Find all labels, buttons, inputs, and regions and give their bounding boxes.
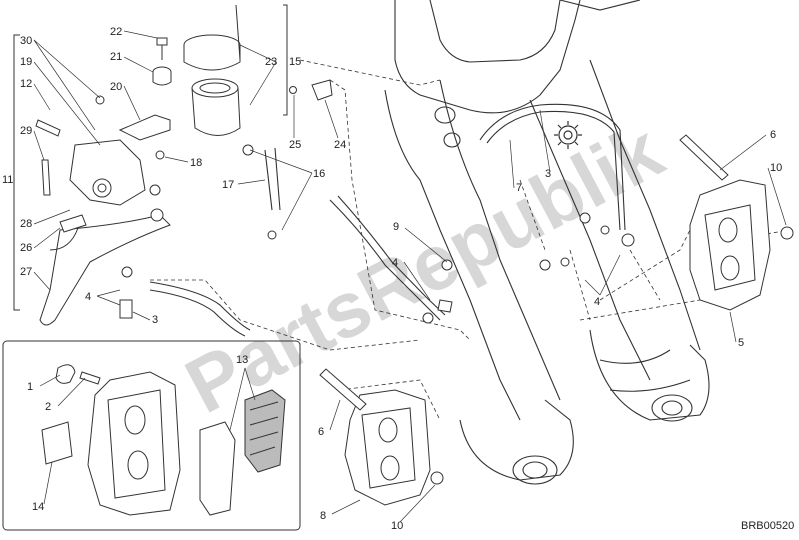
leader-lines [150,59,791,421]
callout-15: 15 [289,56,301,68]
callout-22: 22 [110,26,122,38]
callout-20: 20 [110,81,122,93]
hose-fittings [422,212,635,324]
callout-16: 16 [313,168,325,180]
callout-6a: 6 [770,129,776,141]
callout-21: 21 [110,51,122,63]
callout-25: 25 [289,139,301,151]
callout-4b: 4 [392,257,398,269]
callout-29: 29 [20,125,32,137]
callout-2: 2 [45,401,51,413]
callout-17: 17 [222,179,234,191]
callout-3a: 3 [152,314,158,326]
callout-26: 26 [20,242,32,254]
drawing-code: BRB00520 [741,520,794,532]
caliper-right [679,134,794,311]
callout-1: 1 [27,381,33,393]
callout-18: 18 [190,157,202,169]
callout-11: 11 [2,174,13,186]
callout-30: 30 [20,35,32,47]
callout-7: 7 [516,182,522,194]
callout-10b: 10 [391,520,403,532]
callout-12: 12 [20,78,32,90]
callout-5: 5 [738,337,744,349]
callout-24: 24 [334,139,346,151]
callout-labels: 22 21 20 30 19 12 29 11 28 26 27 18 17 2… [2,26,782,532]
callout-4c: 4 [594,296,600,308]
caliper-left [319,368,444,506]
master-cylinder-assembly [35,4,333,326]
callout-3b: 3 [545,168,551,180]
callout-13: 13 [236,354,248,366]
callout-leaders [33,30,787,523]
callout-4a: 4 [85,291,91,303]
front-fork-frame [384,0,710,485]
callout-28: 28 [20,218,32,230]
group-bracket-15 [283,4,288,116]
callout-27: 27 [20,266,32,278]
callout-9: 9 [393,221,399,233]
gear-icon[interactable] [554,121,582,149]
brake-pads [199,389,286,516]
callout-6b: 6 [318,426,324,438]
group-bracket-11 [13,34,20,311]
callout-19: 19 [20,56,32,68]
inset-caliper [41,364,181,516]
callout-10a: 10 [770,162,782,174]
inset-frame [2,340,301,531]
callout-14: 14 [32,501,44,513]
callout-8: 8 [320,510,326,522]
